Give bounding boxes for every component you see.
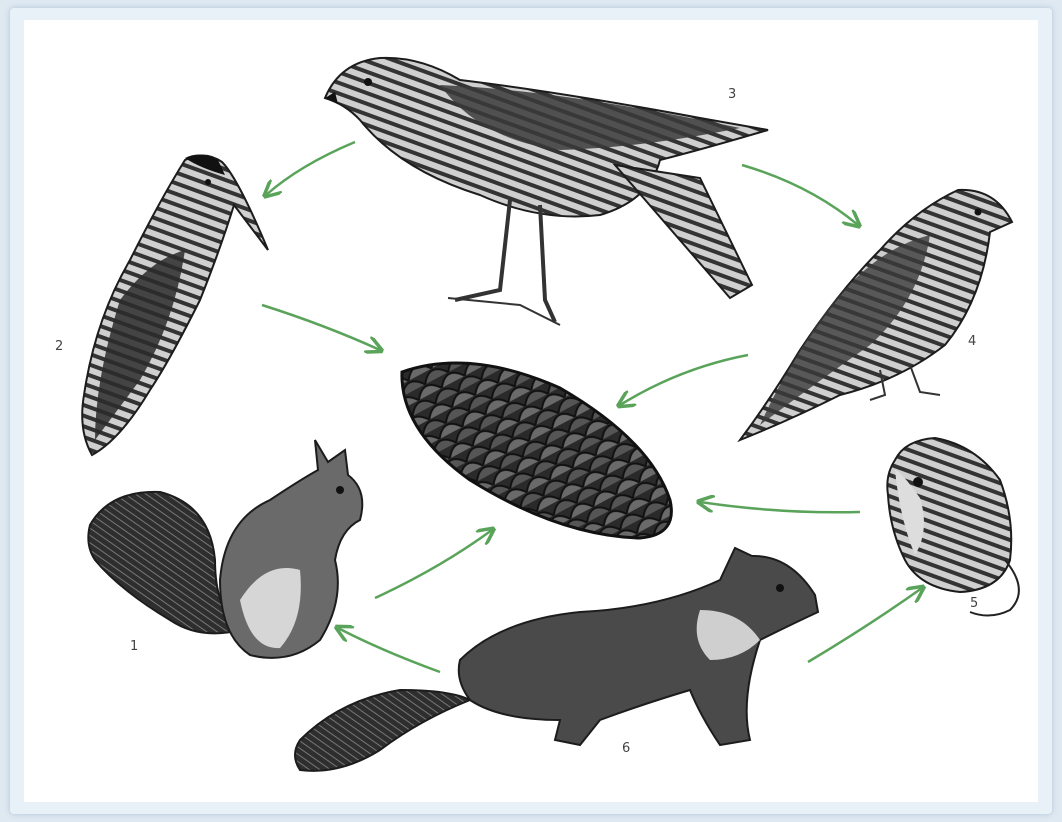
- arrow-marten-to-squirrel: [338, 628, 440, 672]
- woodpecker-icon: [82, 154, 268, 455]
- arrow-marten-to-mouse: [808, 588, 922, 662]
- arrow-mouse-to-cone: [700, 502, 860, 512]
- squirrel-icon: [88, 440, 362, 658]
- mouse-icon: [887, 438, 1019, 616]
- label-mouse: 5: [970, 597, 978, 610]
- arrow-finch-to-cone: [620, 355, 748, 405]
- label-squirrel: 1: [130, 640, 138, 653]
- label-woodpecker: 2: [55, 340, 63, 353]
- arrow-hawk-to-woodpecker: [266, 142, 355, 195]
- spruce-cone-icon: [402, 363, 671, 538]
- arrow-hawk-to-finch: [742, 165, 858, 225]
- marten-icon: [295, 548, 818, 771]
- label-finch: 4: [968, 335, 976, 348]
- finch-icon: [740, 190, 1012, 440]
- label-marten: 6: [622, 742, 630, 755]
- arrow-squirrel-to-cone: [375, 530, 492, 598]
- hawk-icon: [325, 58, 768, 325]
- label-hawk: 3: [728, 88, 736, 101]
- arrow-woodpecker-to-cone: [262, 305, 380, 350]
